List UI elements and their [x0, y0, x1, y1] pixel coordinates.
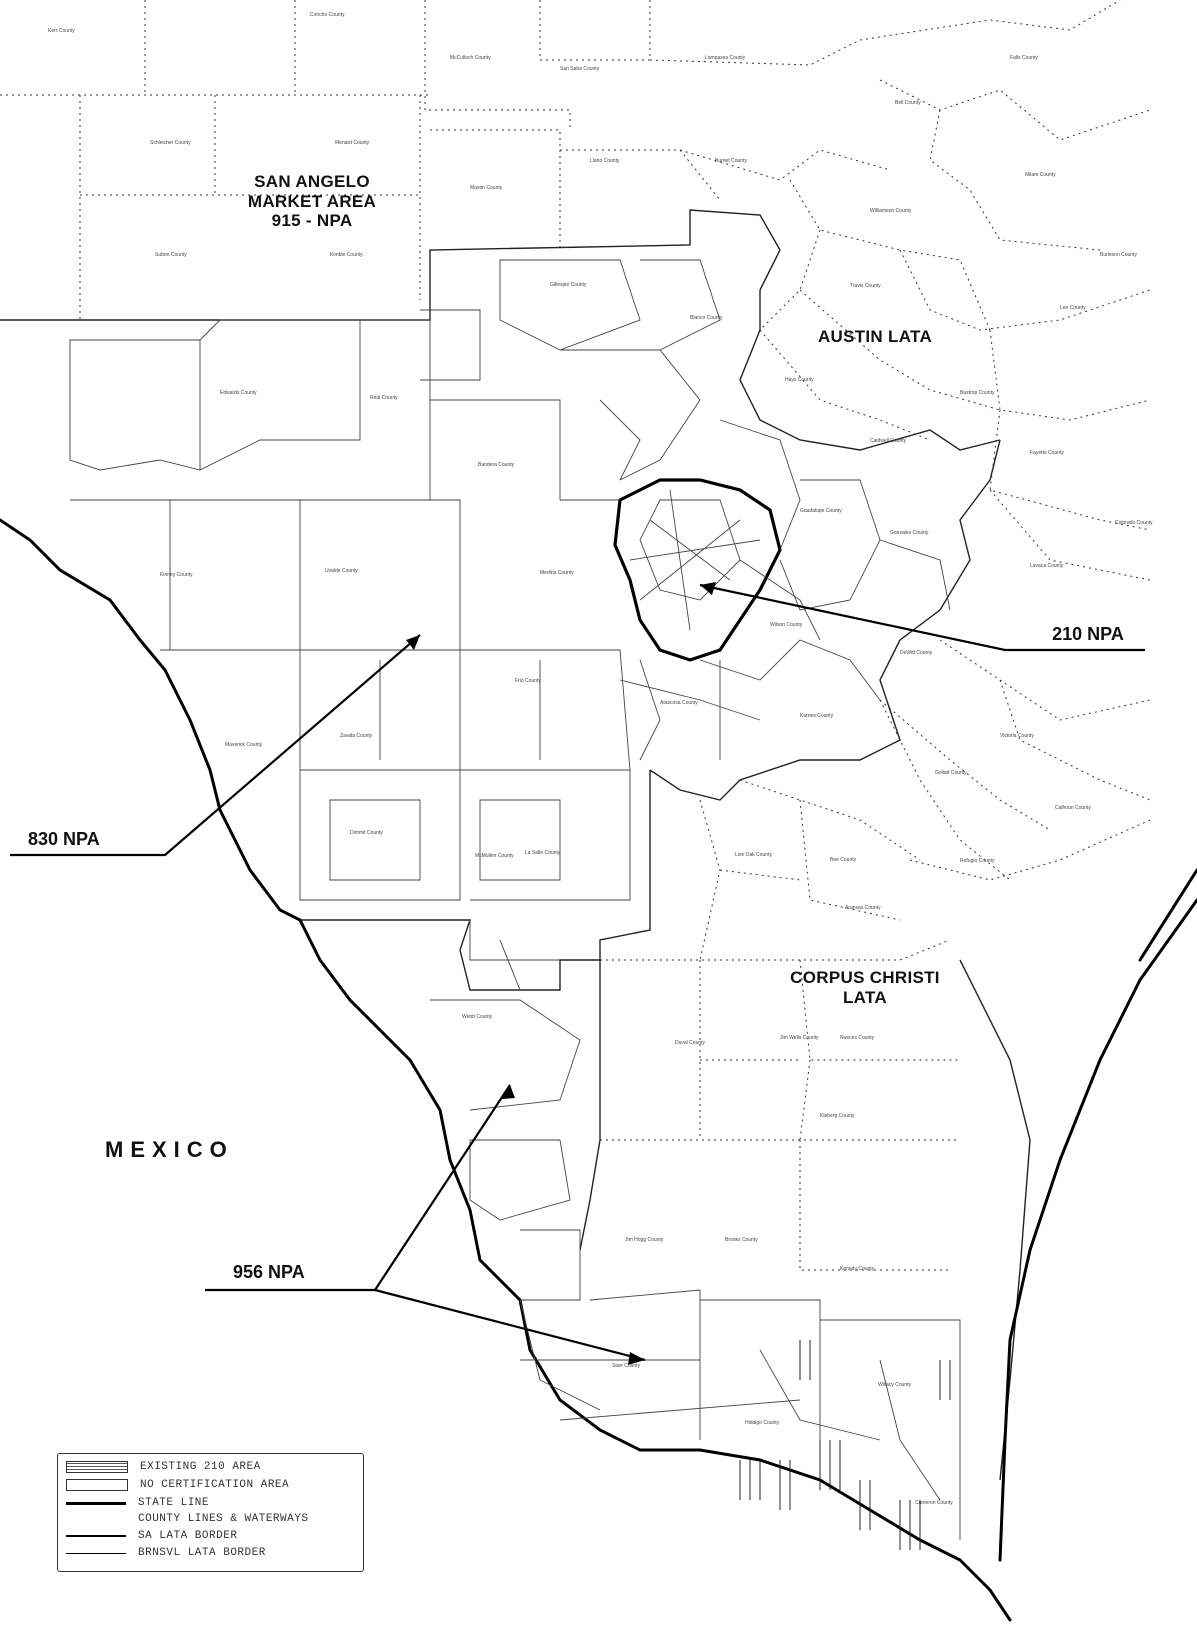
county-label: Willacy County — [878, 1382, 912, 1388]
county-label: Mason County — [470, 185, 503, 191]
county-label: Karnes County — [800, 713, 834, 719]
label-956-npa: 956 NPA — [233, 1262, 305, 1282]
county-label: Zavala County — [340, 733, 373, 739]
county-label: Starr County — [612, 1363, 641, 1369]
label-210-npa: 210 NPA — [1052, 624, 1124, 644]
county-label: McCulloch County — [450, 55, 491, 61]
county-label: Goliad County — [935, 770, 967, 776]
county-label: Duval County — [675, 1040, 706, 1046]
legend-text: EXISTING 210 AREA — [140, 1461, 261, 1473]
county-label: Sutton County — [155, 252, 187, 258]
county-label: Gillespie County — [550, 282, 587, 288]
county-label: Burleson County — [1100, 252, 1137, 258]
legend-row: STATE LINE — [66, 1496, 209, 1510]
county-label: Brooks County — [725, 1237, 758, 1243]
county-label: Frio County — [515, 678, 541, 684]
label-corpus-christi-lata: CORPUS CHRISTI LATA — [790, 968, 940, 1007]
legend-hatch-box-icon — [66, 1461, 128, 1473]
county-label: Atascosa County — [660, 700, 698, 706]
county-label: Colorado County — [1115, 520, 1153, 526]
county-label: Hidalgo County — [745, 1420, 780, 1426]
npa210-boundary — [613, 478, 782, 662]
county-label: Milam County — [1025, 172, 1056, 178]
county-label: Aransas County — [845, 905, 881, 911]
county-label: Victoria County — [1000, 733, 1034, 739]
county-label: Concho County — [310, 12, 345, 18]
county-label: Real County — [370, 395, 398, 401]
county-label: Gonzales County — [890, 530, 929, 536]
legend-row: SA LATA BORDER — [66, 1529, 237, 1543]
county-label: Llano County — [590, 158, 620, 164]
county-label: Nueces County — [840, 1035, 875, 1041]
legend-open-box-icon — [66, 1479, 128, 1491]
legend-text: BRNSVL LATA BORDER — [138, 1547, 266, 1559]
legend-text: COUNTY LINES & WATERWAYS — [138, 1513, 309, 1525]
label-830-npa: 830 NPA — [28, 829, 100, 849]
legend-row: BRNSVL LATA BORDER — [66, 1546, 266, 1560]
label-san-angelo: SAN ANGELO MARKET AREA 915 - NPA — [247, 172, 377, 231]
county-label: Menard County — [335, 140, 370, 146]
county-label: Bell County — [895, 100, 921, 106]
arrow-heads — [406, 582, 716, 1365]
county-label: La Salle County — [525, 850, 561, 856]
county-label: Travis County — [850, 283, 881, 289]
county-label: Calhoun County — [1055, 805, 1091, 811]
county-label: Kleberg County — [820, 1113, 855, 1119]
county-label: Lee County — [1060, 305, 1086, 311]
legend-thick-line-icon — [66, 1501, 126, 1505]
county-label: San Saba County — [560, 66, 600, 72]
county-label: Jim Wells County — [780, 1035, 819, 1041]
county-label: Guadalupe County — [800, 508, 842, 514]
legend-thin-line-icon — [66, 1552, 126, 1554]
county-label: Bastrop County — [960, 390, 995, 396]
hatch-blocks — [739, 1340, 951, 1550]
county-label: Blanco County — [690, 315, 723, 321]
county-label: Kerr County — [48, 28, 75, 34]
county-label: Jim Hogg County — [625, 1237, 664, 1243]
county-label: Cameron County — [915, 1500, 953, 1506]
county-label: Kenedy County — [840, 1266, 875, 1272]
legend-row: EXISTING 210 AREA — [66, 1460, 261, 1474]
county-label: McMullen County — [475, 853, 514, 859]
county-label: Maverick County — [225, 742, 263, 748]
legend-row: NO CERTIFICATION AREA — [66, 1478, 289, 1492]
county-label: Lampasas County — [705, 55, 746, 61]
legend: EXISTING 210 AREA NO CERTIFICATION AREA … — [57, 1453, 364, 1572]
county-label: Edwards County — [220, 390, 257, 396]
county-label: Bee County — [830, 857, 857, 863]
legend-medium-line-icon — [66, 1535, 126, 1537]
state-line — [0, 518, 1197, 1622]
county-label: Falls County — [1010, 55, 1038, 61]
legend-text: NO CERTIFICATION AREA — [140, 1479, 290, 1491]
county-label: Williamson County — [870, 208, 912, 214]
county-lines — [0, 0, 1151, 1271]
county-label: Dimmit County — [350, 830, 383, 836]
label-mexico: MEXICO — [105, 1137, 234, 1162]
county-label: Caldwell County — [870, 438, 907, 444]
label-austin-lata: AUSTIN LATA — [817, 327, 933, 346]
county-label: Fayette County — [1030, 450, 1064, 456]
county-label: Burnet County — [715, 158, 747, 164]
county-label: Hays County — [785, 377, 814, 383]
county-label: Webb County — [462, 1014, 493, 1020]
county-label: DeWitt County — [900, 650, 933, 656]
legend-row: COUNTY LINES & WATERWAYS — [66, 1512, 308, 1526]
legend-text: SA LATA BORDER — [138, 1530, 238, 1542]
county-label: Wilson County — [770, 622, 803, 628]
county-label: Kimble County — [330, 252, 363, 258]
legend-text: STATE LINE — [138, 1497, 210, 1509]
county-label: Medina County — [540, 570, 574, 576]
legend-blank-icon — [66, 1518, 126, 1520]
county-label: Uvalde County — [325, 568, 358, 574]
interior-counties — [69, 259, 961, 1540]
lata-borders — [0, 209, 1031, 1481]
county-label: Kinney County — [160, 572, 193, 578]
county-label: Refugio County — [960, 858, 995, 864]
county-label: Schleicher County — [150, 140, 191, 146]
npa-pointers — [10, 583, 1145, 1362]
county-label: Bandera County — [478, 462, 515, 468]
county-label: Live Oak County — [735, 852, 772, 858]
county-label: Lavaca County — [1030, 563, 1064, 569]
